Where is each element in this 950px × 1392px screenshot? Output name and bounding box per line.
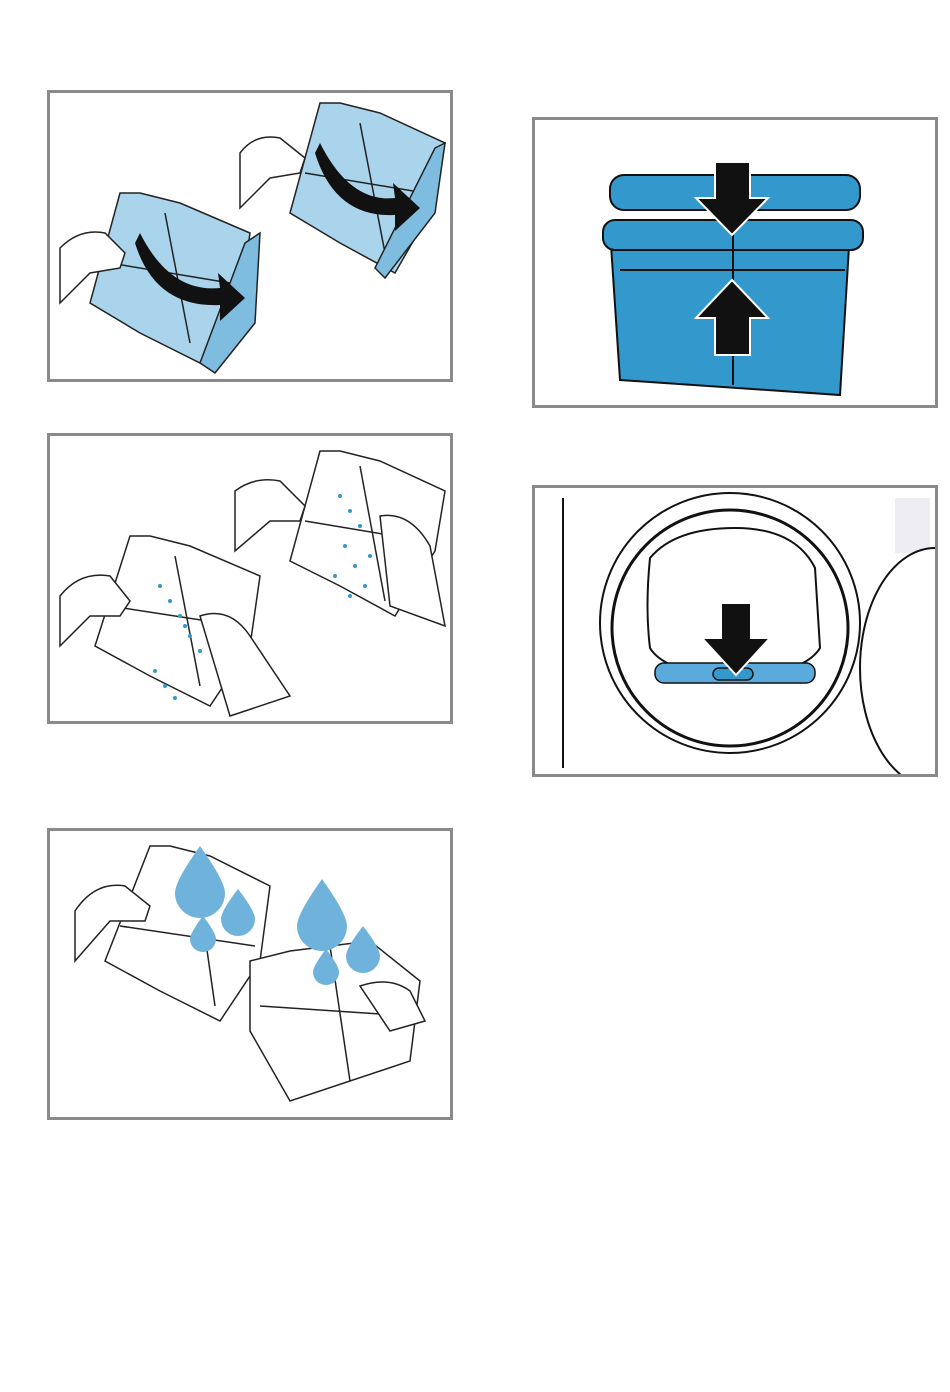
figure-insert-filter xyxy=(532,485,938,777)
curved-arrow-icon xyxy=(135,143,420,321)
filter-icon xyxy=(104,845,421,1102)
figure-rinse-filter xyxy=(47,828,453,1120)
arrow-down-icon xyxy=(693,161,771,237)
water-drop-icon xyxy=(175,846,380,985)
filter-insert-illustration xyxy=(562,492,935,774)
door-icon xyxy=(599,492,935,774)
hand-icon xyxy=(59,479,446,717)
filter-rinse-illustration xyxy=(74,845,427,1102)
arrow-down-icon xyxy=(699,602,773,677)
figure-open-filter xyxy=(47,90,453,382)
arrow-up-icon xyxy=(693,278,771,356)
figure-remove-lint xyxy=(47,433,453,724)
filter-opening-illustration xyxy=(59,102,446,375)
lint-icon xyxy=(153,494,372,700)
hand-icon xyxy=(59,136,306,305)
figure-close-filter xyxy=(532,117,938,408)
lint-removal-illustration xyxy=(59,450,446,717)
filter-closing-illustration xyxy=(602,161,864,397)
control-panel xyxy=(895,498,930,553)
hand-icon xyxy=(74,884,427,1032)
